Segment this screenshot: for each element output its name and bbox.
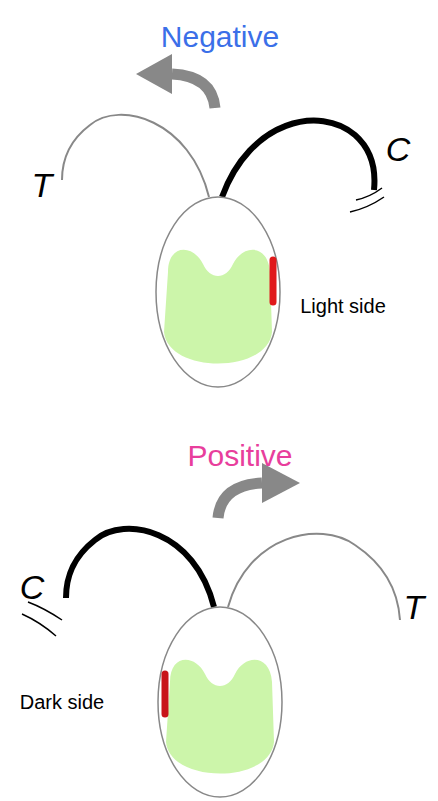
cis-flagellum xyxy=(66,529,214,607)
panel-title: Positive xyxy=(187,439,292,472)
turn-arrowhead xyxy=(136,54,172,94)
flagellum-label: T xyxy=(404,589,425,626)
chloroplast xyxy=(166,660,274,774)
negative-cell xyxy=(62,54,384,387)
flagellum-label: C xyxy=(386,131,411,168)
trans-flagellum xyxy=(228,534,400,620)
beat-lines xyxy=(350,188,384,212)
cell-body xyxy=(156,197,280,387)
panel-title: Negative xyxy=(161,20,279,53)
turn-arrow xyxy=(218,483,262,518)
cell-body xyxy=(158,607,282,797)
flagellum-label: C xyxy=(20,569,45,606)
side-label: Dark side xyxy=(20,691,104,713)
chloroplast xyxy=(164,250,272,364)
side-label: Light side xyxy=(300,295,386,317)
flagellum-label: T xyxy=(32,167,53,204)
eyespot xyxy=(162,674,169,714)
trans-flagellum xyxy=(62,115,209,197)
positive-cell xyxy=(22,463,400,797)
eyespot xyxy=(270,260,277,302)
cis-flagellum xyxy=(222,121,374,197)
turn-arrow xyxy=(172,74,215,108)
beat-lines xyxy=(22,602,62,636)
